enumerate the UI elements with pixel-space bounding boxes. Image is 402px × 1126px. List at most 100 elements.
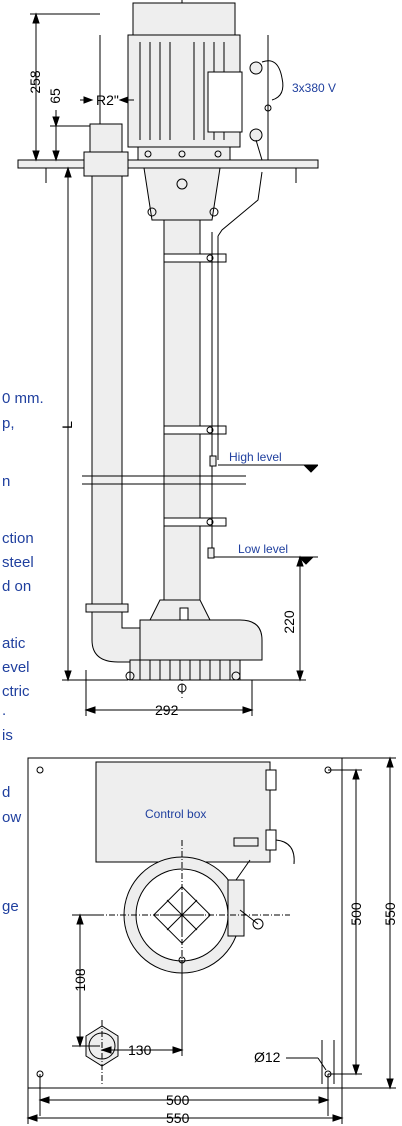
dim-arrow: [76, 913, 84, 925]
dim-65-label: 65: [47, 88, 63, 104]
dim-arrow: [26, 1114, 38, 1122]
foot-bolt: [231, 671, 241, 681]
clamp-bolt: [206, 518, 214, 526]
dim-arrow: [83, 96, 94, 104]
dim-l-label: L: [59, 421, 75, 429]
shaft-column: [163, 219, 201, 601]
side-text-line: ow: [2, 809, 21, 826]
bearing-housing: [143, 167, 221, 221]
side-text-line: p,: [2, 415, 15, 432]
side-text-line: ctric: [2, 683, 30, 700]
low-level-float: [207, 547, 215, 559]
level-indicators: [214, 464, 319, 565]
housing-plug: [176, 178, 188, 190]
discharge-coupling: [83, 151, 129, 177]
control-cable: [275, 839, 295, 865]
dim-arrow: [296, 555, 304, 567]
thread-label: R2": [96, 92, 119, 108]
high-level-label: High level: [229, 450, 282, 464]
side-text-line: n: [2, 473, 10, 490]
dim-arrow: [64, 670, 72, 682]
clamp-bolt: [206, 426, 214, 434]
terminal-box: [207, 71, 243, 133]
motor-flange: [137, 146, 231, 161]
dim-arrow: [32, 12, 40, 24]
side-text-line: steel: [2, 554, 34, 571]
cable-gland: [264, 104, 272, 112]
dim-500-bottom-label: 500: [166, 1092, 190, 1108]
switch-knob: [252, 918, 264, 930]
dim-130-label: 130: [128, 1042, 152, 1058]
dim-arrow: [332, 1114, 344, 1122]
vent-plug: [179, 607, 189, 621]
dim-arrow: [84, 706, 96, 714]
dim-292-label: 292: [155, 702, 179, 718]
front-view: [17, 0, 319, 698]
dim-220-label: 220: [281, 610, 297, 634]
dim-arrow: [386, 1078, 394, 1090]
corner-hole: [36, 766, 44, 774]
pipe-clamp: [163, 517, 227, 527]
pipe-clamp: [163, 425, 227, 435]
suction-strainer: [129, 659, 241, 681]
switch-tube-bend: [217, 171, 263, 237]
switch-bracket: [233, 837, 259, 847]
dim-arrow: [386, 756, 394, 768]
discharge-pipe: [91, 175, 123, 609]
mounting-plate: [17, 159, 319, 169]
switch-arm: [235, 859, 251, 881]
flange-bolt: [214, 150, 222, 158]
dim-arrow: [64, 166, 72, 178]
elbow-flange: [85, 603, 129, 613]
dim-arrow: [242, 706, 254, 714]
high-level-marker: [303, 465, 319, 473]
dim-arrow: [52, 150, 60, 162]
side-text-line: evel: [2, 659, 30, 676]
dim-arrow: [52, 116, 60, 128]
dim-550-right-label: 550: [382, 902, 398, 926]
dim-258-label: 258: [27, 70, 43, 94]
level-switch-bottom: [249, 128, 263, 142]
side-text-line: d: [2, 784, 10, 801]
side-description-text: 0 mm. p, n ction steel d on atic evel ct…: [2, 390, 44, 915]
dim-arrow: [100, 1046, 112, 1054]
low-level-marker: [298, 557, 314, 565]
side-text-line: ction: [2, 530, 34, 547]
supply-voltage-label: 3x380 V: [292, 81, 336, 95]
pipe-clamp: [163, 253, 227, 263]
motor-fan-cover: [132, 2, 236, 36]
dim-12-label: Ø12: [254, 1049, 281, 1065]
dim-arrow: [352, 768, 360, 780]
side-text-line: is: [2, 727, 13, 744]
control-box-gland: [265, 769, 277, 791]
pump-volute: [139, 619, 263, 661]
switch-housing: [227, 879, 245, 937]
housing-bolt: [209, 207, 219, 217]
dim-arrow: [318, 1096, 330, 1104]
control-box-gland: [265, 829, 277, 851]
side-text-line: 0 mm.: [2, 390, 44, 407]
top-dimensions: [26, 756, 396, 1124]
side-text-line: ge: [2, 898, 19, 915]
level-switch-top: [249, 61, 263, 75]
switch-arm: [239, 909, 259, 925]
dim-arrow: [352, 1064, 360, 1076]
dim-arrow: [38, 1096, 50, 1104]
base-plate: [27, 757, 343, 1089]
dim-arrow: [76, 1036, 84, 1048]
housing-bolt: [147, 207, 157, 217]
supply-cable: [261, 60, 284, 101]
dim-108-label: 108: [72, 968, 88, 992]
control-box-label: Control box: [145, 807, 206, 821]
front-dimensions: [30, 12, 306, 716]
side-text-line: d on: [2, 578, 31, 595]
dim-550-bottom-label: 550: [166, 1110, 190, 1126]
discharge-elbow: [91, 607, 149, 663]
side-text-line: atic: [2, 635, 26, 652]
foot-bolt: [125, 671, 135, 681]
dim-500-right-label: 500: [348, 902, 364, 926]
high-level-float: [209, 455, 217, 467]
flange-bolt: [178, 150, 186, 158]
foot-bolt: [177, 683, 187, 693]
